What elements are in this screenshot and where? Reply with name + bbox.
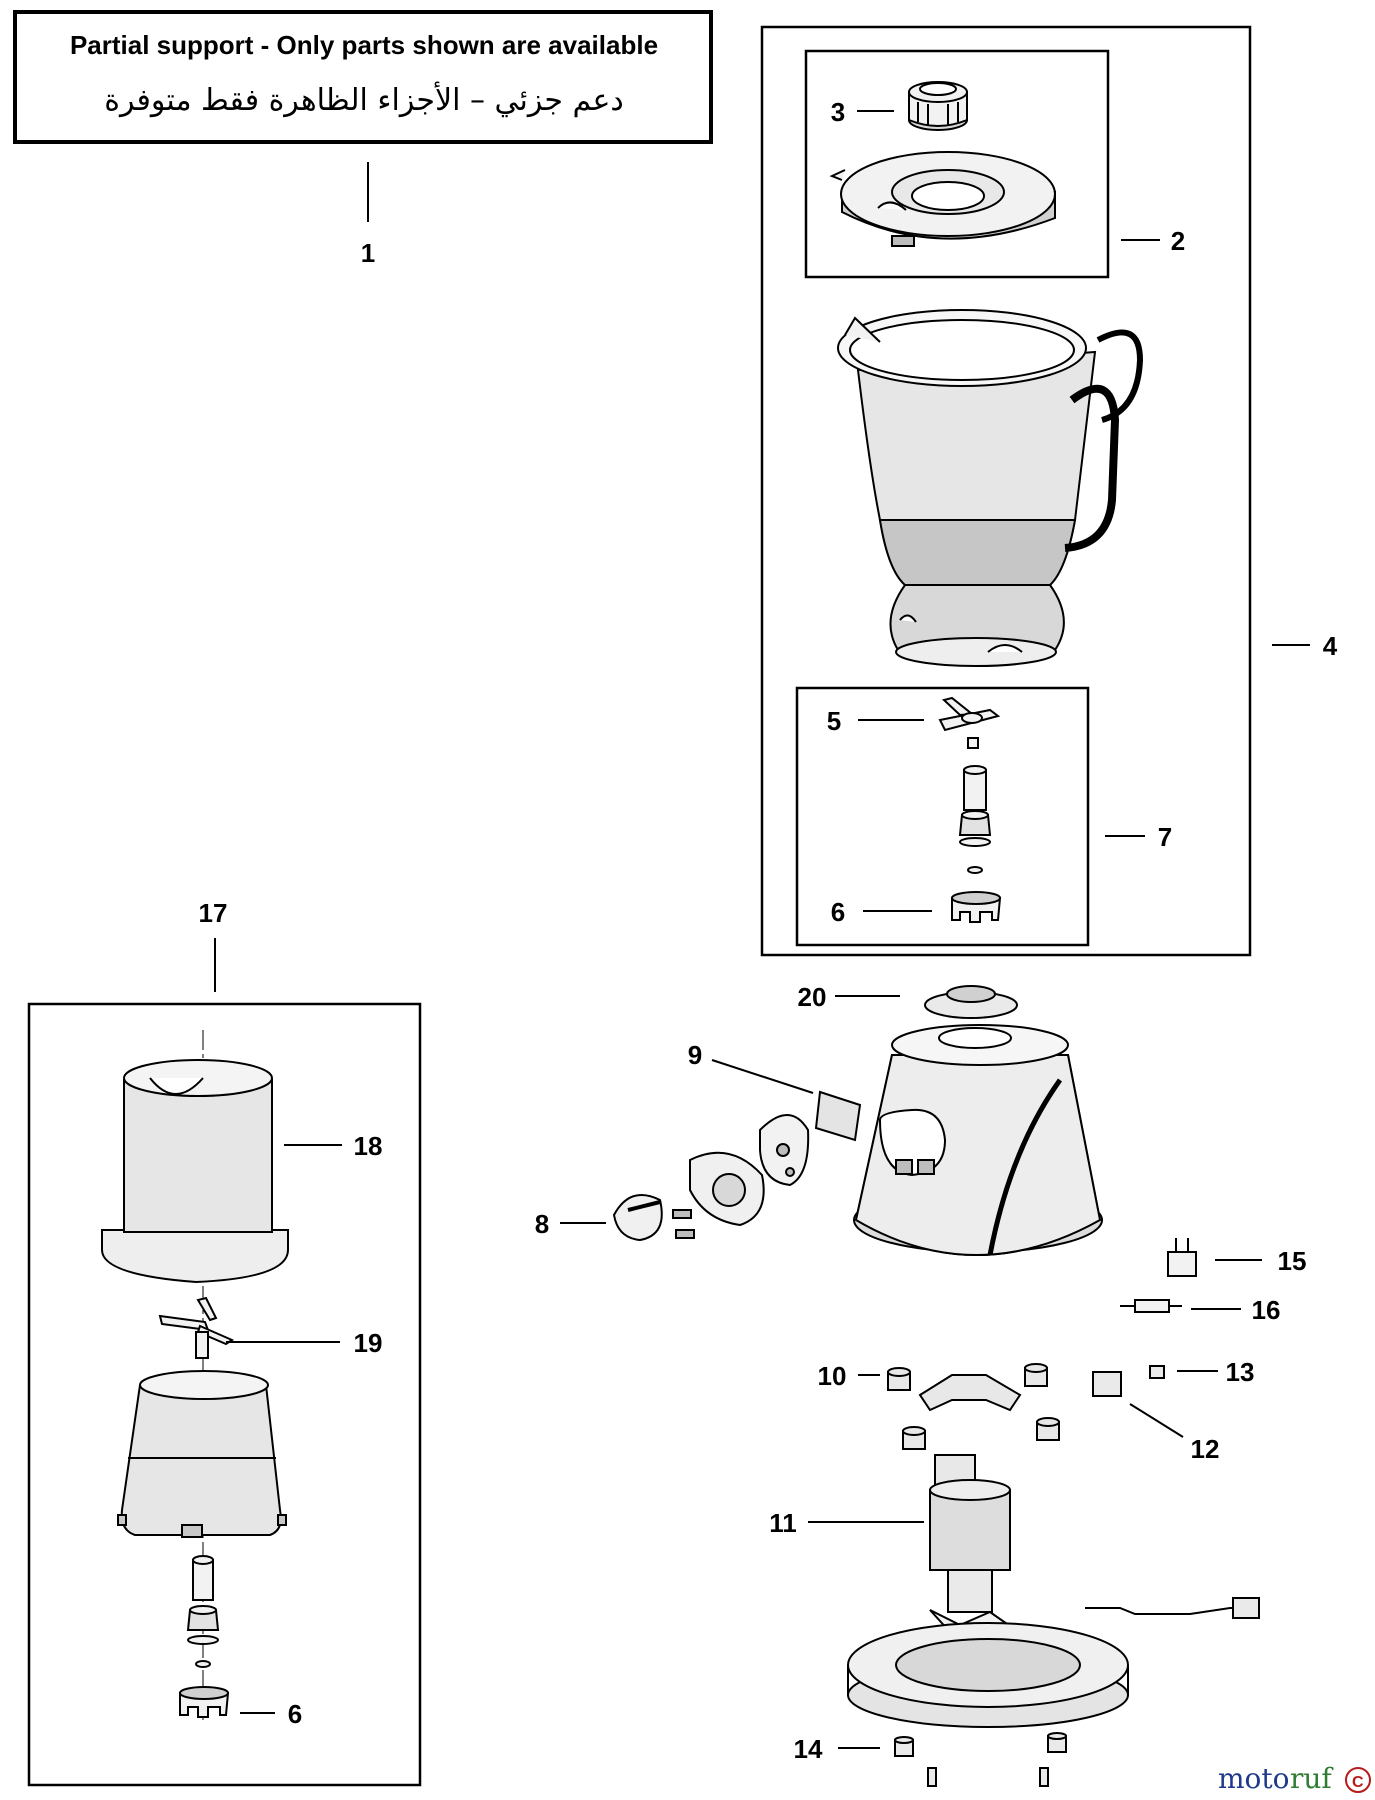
part-5-blade <box>938 696 1001 749</box>
part-15-plug <box>1167 1238 1197 1277</box>
chopper-bowl <box>117 1370 287 1538</box>
callout-3: 3 <box>831 97 845 127</box>
callout-15: 15 <box>1278 1246 1307 1276</box>
watermark-c-circle <box>1345 1767 1371 1793</box>
callout-16: 16 <box>1252 1295 1281 1325</box>
callout-12-leader <box>1129 1403 1184 1438</box>
part-16-connector <box>1120 1299 1182 1313</box>
part-2-lid <box>829 151 1056 247</box>
part-3-lid-cap <box>908 81 968 131</box>
callout-9: 9 <box>688 1040 702 1070</box>
power-cord <box>1085 1597 1260 1619</box>
callout-19: 19 <box>354 1328 383 1358</box>
callout-18: 18 <box>354 1131 383 1161</box>
part-18-chopper-cover <box>101 1059 289 1284</box>
part-10-mounts <box>887 1363 1060 1450</box>
notice-box: Partial support - Only parts shown are a… <box>13 10 713 144</box>
part-12-switch-block <box>1092 1365 1165 1397</box>
callout-20: 20 <box>798 982 827 1012</box>
watermark-ruf: ruf <box>1290 1762 1334 1795</box>
part-6-coupler-jar <box>951 891 1002 923</box>
callout-10: 10 <box>818 1361 847 1391</box>
callout-6-top: 6 <box>831 897 845 927</box>
notice-title-english: Partial support - Only parts shown are a… <box>70 30 658 60</box>
callout-12: 12 <box>1191 1434 1220 1464</box>
part-7-shaft-bearing <box>958 765 992 874</box>
callout-7: 7 <box>1158 822 1172 852</box>
motor-base-housing <box>853 1024 1103 1256</box>
callout-2: 2 <box>1171 226 1185 256</box>
callout-17: 17 <box>199 898 228 928</box>
part-8-knob-and-plate <box>612 1151 765 1242</box>
watermark-c: C <box>1352 1774 1364 1791</box>
part-9-switch <box>759 1090 862 1187</box>
callout-8: 8 <box>535 1209 549 1239</box>
watermark-logo: moto ruf C <box>1218 1762 1371 1795</box>
part-19-chopper-blade <box>158 1296 235 1359</box>
part-14-feet <box>894 1732 1067 1787</box>
callout-9-leader <box>711 1059 814 1094</box>
notice-title-arabic: دعم جزئي – الأجزاء الظاهرة فقط متوفرة <box>104 80 623 118</box>
chopper-shaft-bearing <box>186 1555 220 1668</box>
callout-1: 1 <box>361 238 375 268</box>
base-plate <box>847 1622 1129 1728</box>
callout-6-bottom: 6 <box>288 1699 302 1729</box>
part-6-coupler-chopper <box>179 1686 230 1718</box>
callout-13: 13 <box>1226 1357 1255 1387</box>
watermark-moto: moto <box>1218 1762 1290 1795</box>
part-11-motor <box>929 1454 1012 1642</box>
callout-11: 11 <box>769 1508 797 1538</box>
jar-body <box>837 309 1144 667</box>
callout-5: 5 <box>827 706 841 736</box>
callout-4: 4 <box>1323 631 1338 661</box>
callout-14: 14 <box>794 1734 823 1764</box>
jar-assembly-frame <box>760 25 1252 957</box>
chopper-assembly-frame <box>27 1002 422 1787</box>
part-20-drive-seal <box>924 985 1018 1019</box>
